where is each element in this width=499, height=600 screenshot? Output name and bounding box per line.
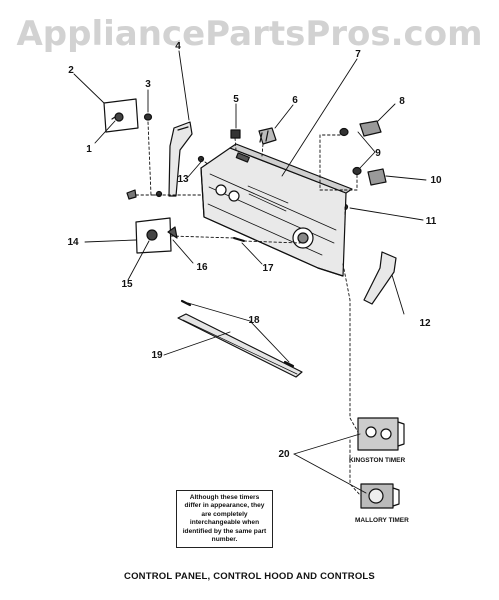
part-6-switch (258, 127, 277, 145)
callout-19: 19 (151, 350, 163, 361)
part-8-switch (339, 120, 382, 137)
callout-2: 2 (68, 65, 74, 76)
callout-6: 6 (292, 95, 298, 106)
callout-8: 8 (399, 96, 405, 107)
part-9-knobs (352, 166, 362, 176)
part-10-switch (367, 168, 387, 186)
part-12-right-bracket (363, 251, 397, 305)
part-19-strip (177, 299, 303, 378)
part-4-left-bracket (168, 121, 193, 197)
callout-20: 20 (278, 449, 290, 460)
callout-3: 3 (145, 79, 151, 90)
part-20-mallory-timer (360, 483, 400, 509)
callout-15: 15 (121, 279, 133, 290)
callout-7: 7 (355, 49, 361, 60)
part-3-washer (143, 113, 153, 121)
kingston-timer-label: KINGSTON TIMER (349, 457, 406, 464)
callout-17: 17 (262, 263, 274, 274)
timer-labels: KINGSTON TIMER MALLORY TIMER (349, 457, 409, 524)
callout-numbers: 2 1 3 4 5 6 7 8 9 10 11 12 13 14 15 16 1… (67, 41, 442, 460)
part-17-wire (233, 237, 245, 242)
watermark: AppliancePartsPros.com (16, 14, 483, 54)
callout-18: 18 (248, 315, 260, 326)
part-13-screws (126, 155, 205, 200)
callout-16: 16 (196, 262, 208, 273)
callout-13: 13 (177, 174, 189, 185)
callout-14: 14 (67, 237, 79, 248)
part-20-kingston-timer (357, 417, 405, 451)
part-5-knob (230, 129, 241, 139)
callout-12: 12 (419, 318, 431, 329)
leader-lines (73, 50, 427, 494)
callout-5: 5 (233, 94, 239, 105)
callout-10: 10 (430, 175, 442, 186)
part-14-knob-plate (135, 217, 178, 254)
assembly-lines (135, 121, 362, 497)
callout-1: 1 (86, 144, 92, 155)
callout-11: 11 (426, 216, 437, 227)
callout-9: 9 (375, 148, 381, 159)
mallory-timer-label: MALLORY TIMER (355, 517, 409, 524)
diagram-caption: CONTROL PANEL, CONTROL HOOD AND CONTROLS (124, 571, 375, 582)
callout-4: 4 (175, 41, 181, 52)
interchangeability-note: Although these timers differ in appearan… (176, 490, 273, 548)
control-panel (200, 143, 353, 277)
